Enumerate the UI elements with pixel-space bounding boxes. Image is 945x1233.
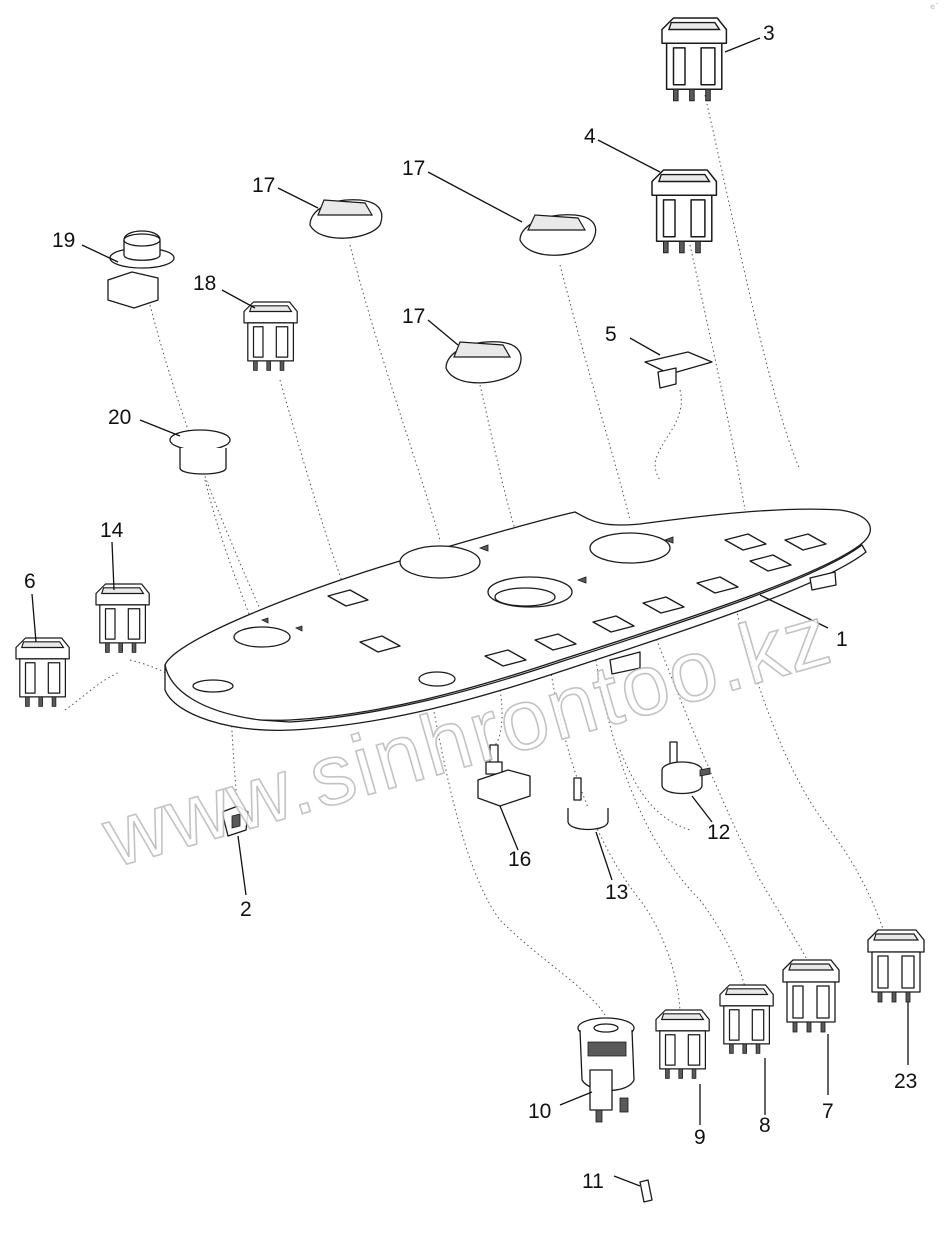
switch-4 <box>651 169 718 254</box>
potentiometer-12 <box>661 741 711 795</box>
callout-9: 9 <box>694 1126 706 1149</box>
callout-1: 1 <box>836 628 848 651</box>
switch-6 <box>15 637 70 708</box>
callout-8: 8 <box>759 1114 771 1137</box>
callout-4: 4 <box>584 125 596 148</box>
cover-5 <box>644 351 713 389</box>
panel-cutouts <box>327 533 827 667</box>
callout-12: 12 <box>707 821 730 844</box>
callout-13: 13 <box>605 881 628 904</box>
switch-8 <box>719 984 774 1055</box>
callout-3: 3 <box>763 22 775 45</box>
callout-5: 5 <box>605 323 617 346</box>
bulb-11 <box>639 1179 653 1203</box>
callout-11: 11 <box>582 1170 604 1193</box>
corner-mark: e˜ <box>930 2 939 11</box>
switch-14 <box>95 583 150 654</box>
callout-10: 10 <box>528 1100 551 1123</box>
switch-3 <box>661 17 728 102</box>
callout-20: 20 <box>108 406 131 429</box>
callout-16: 16 <box>508 848 531 871</box>
knob-17-right <box>519 214 597 256</box>
callout-17-left: 17 <box>252 174 275 197</box>
switch-9 <box>655 1009 710 1080</box>
potentiometer-13 <box>567 777 609 831</box>
potentiometer-16 <box>477 744 531 807</box>
callout-labels: 1 2 3 4 5 6 7 8 9 10 11 12 13 14 16 17 1… <box>24 22 917 1193</box>
callout-19: 19 <box>52 229 75 252</box>
switch-18 <box>243 301 298 372</box>
callout-17-right: 17 <box>402 157 425 180</box>
clip-2 <box>221 805 249 837</box>
plug-20 <box>169 429 231 475</box>
callout-23: 23 <box>894 1070 917 1093</box>
switch-23 <box>867 929 925 1003</box>
leader-lines <box>31 37 909 1187</box>
knob-17-left <box>309 199 383 239</box>
callout-14: 14 <box>100 519 124 542</box>
knob-17-center <box>445 341 522 384</box>
dashboard-panel <box>164 508 872 731</box>
callout-2: 2 <box>240 898 252 921</box>
callout-6: 6 <box>24 570 36 593</box>
callout-7: 7 <box>822 1100 834 1123</box>
switch-7 <box>782 959 840 1033</box>
callout-18: 18 <box>193 272 216 295</box>
callout-17-center: 17 <box>402 305 425 328</box>
socket-10 <box>577 1017 635 1123</box>
push-button-19 <box>107 230 175 309</box>
